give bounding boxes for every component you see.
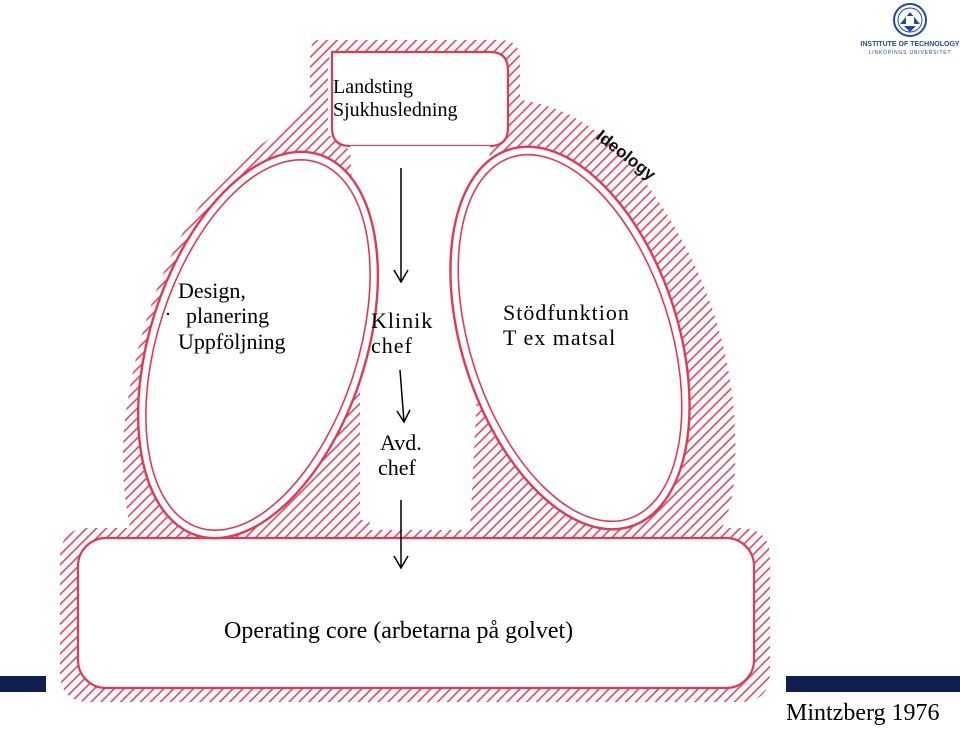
klinik-chef-label: Klinik chef [371, 308, 434, 359]
arrow-avd-to-core [393, 500, 409, 570]
support-staff-label: Stödfunktion T ex matsal [503, 300, 630, 351]
technostructure-ellipse-inner [145, 159, 371, 531]
avd-chef-label: Avd. chef [378, 430, 422, 481]
university-seal-icon: INSTITUTE OF TECHNOLOGY LINKÖPINGS UNIVE… [860, 3, 960, 56]
footer-bar-right [786, 676, 960, 692]
support-staff-ellipse-inner [457, 153, 683, 523]
stray-dot [166, 312, 170, 316]
arrow-klinik-to-avd [396, 369, 411, 424]
logo-text-institute: INSTITUTE OF TECHNOLOGY [860, 41, 959, 48]
logo-text-university: LINKÖPINGS UNIVERSITET [869, 49, 952, 56]
arrow-apex-to-klinik [393, 168, 409, 284]
operating-core-shape [76, 536, 756, 690]
footer-bar-left [0, 676, 46, 692]
operating-core-label: Operating core (arbetarna på golvet) [224, 618, 574, 644]
citation-label: Mintzberg 1976 [786, 700, 940, 726]
technostructure-label: Design, planering Uppföljning [178, 278, 286, 354]
strategic-apex-label: Landsting Sjukhusledning [333, 76, 458, 121]
linkoping-university-logo: INSTITUTE OF TECHNOLOGY LINKÖPINGS UNIVE… [860, 2, 960, 58]
